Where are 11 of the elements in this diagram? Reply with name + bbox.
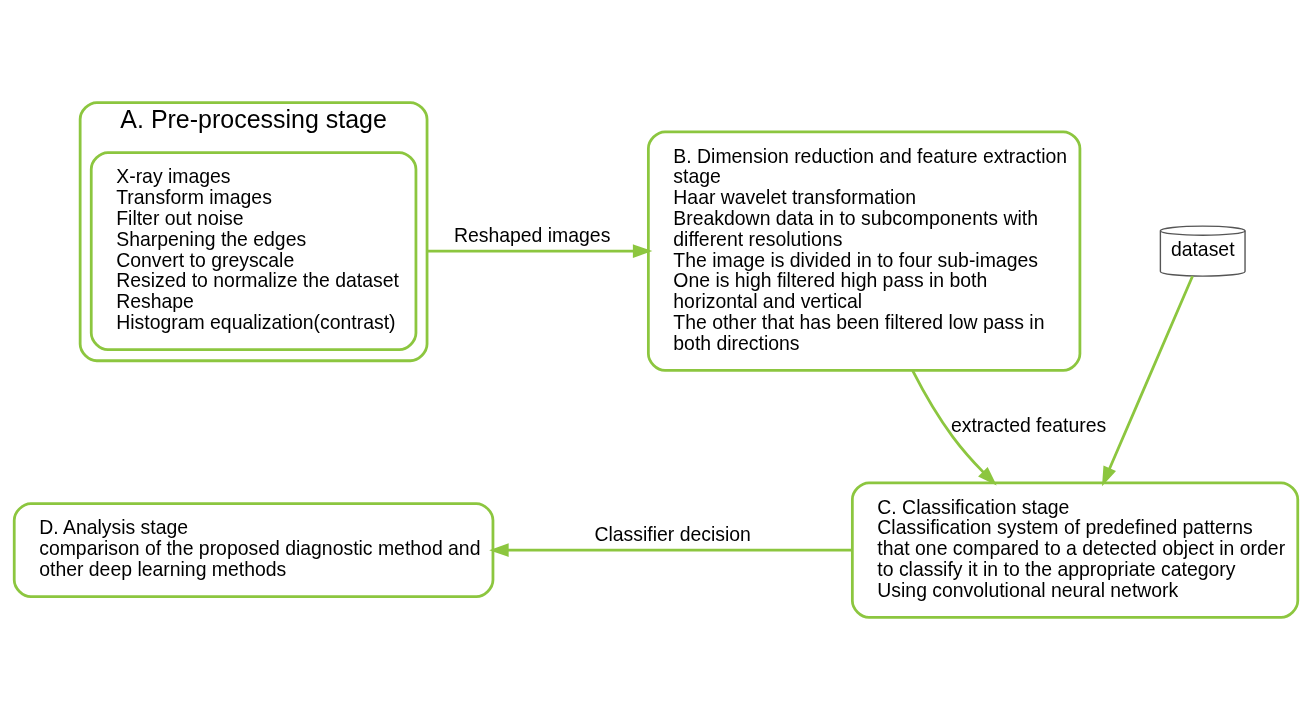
edge-label: Reshaped images — [453, 223, 611, 246]
node-box: B. Dimension reduction and feature extraction stage Haar wavelet transformation Breakdown data in to subcomponents with different resolutions The image is divided in to four sub-images One is high filtered high pass in both horizontal and vertical The other that has been filtered low pass in both directions — [647, 129, 1082, 372]
node-box: C. Classification stage Classification system of predefined patterns that one compared to a detected object in order to classify it in to the appropriate category Using convolutional neural network — [850, 480, 1300, 619]
arrow — [489, 542, 853, 557]
arrow — [1102, 275, 1194, 486]
edge-label: Classifier decision — [594, 522, 751, 545]
arrow — [427, 243, 653, 258]
node-box: D. Analysis stage comparison of the proposed diagnostic method and other deep learning methods — [12, 501, 495, 598]
edge-label: extracted features — [950, 413, 1107, 436]
node-box: X-ray images Transform images Filter out noise Sharpening the edges Convert to greyscale Resized to normalize the dataset Reshape Histogram equalization(contrast) — [89, 150, 418, 351]
arrow — [911, 369, 997, 485]
